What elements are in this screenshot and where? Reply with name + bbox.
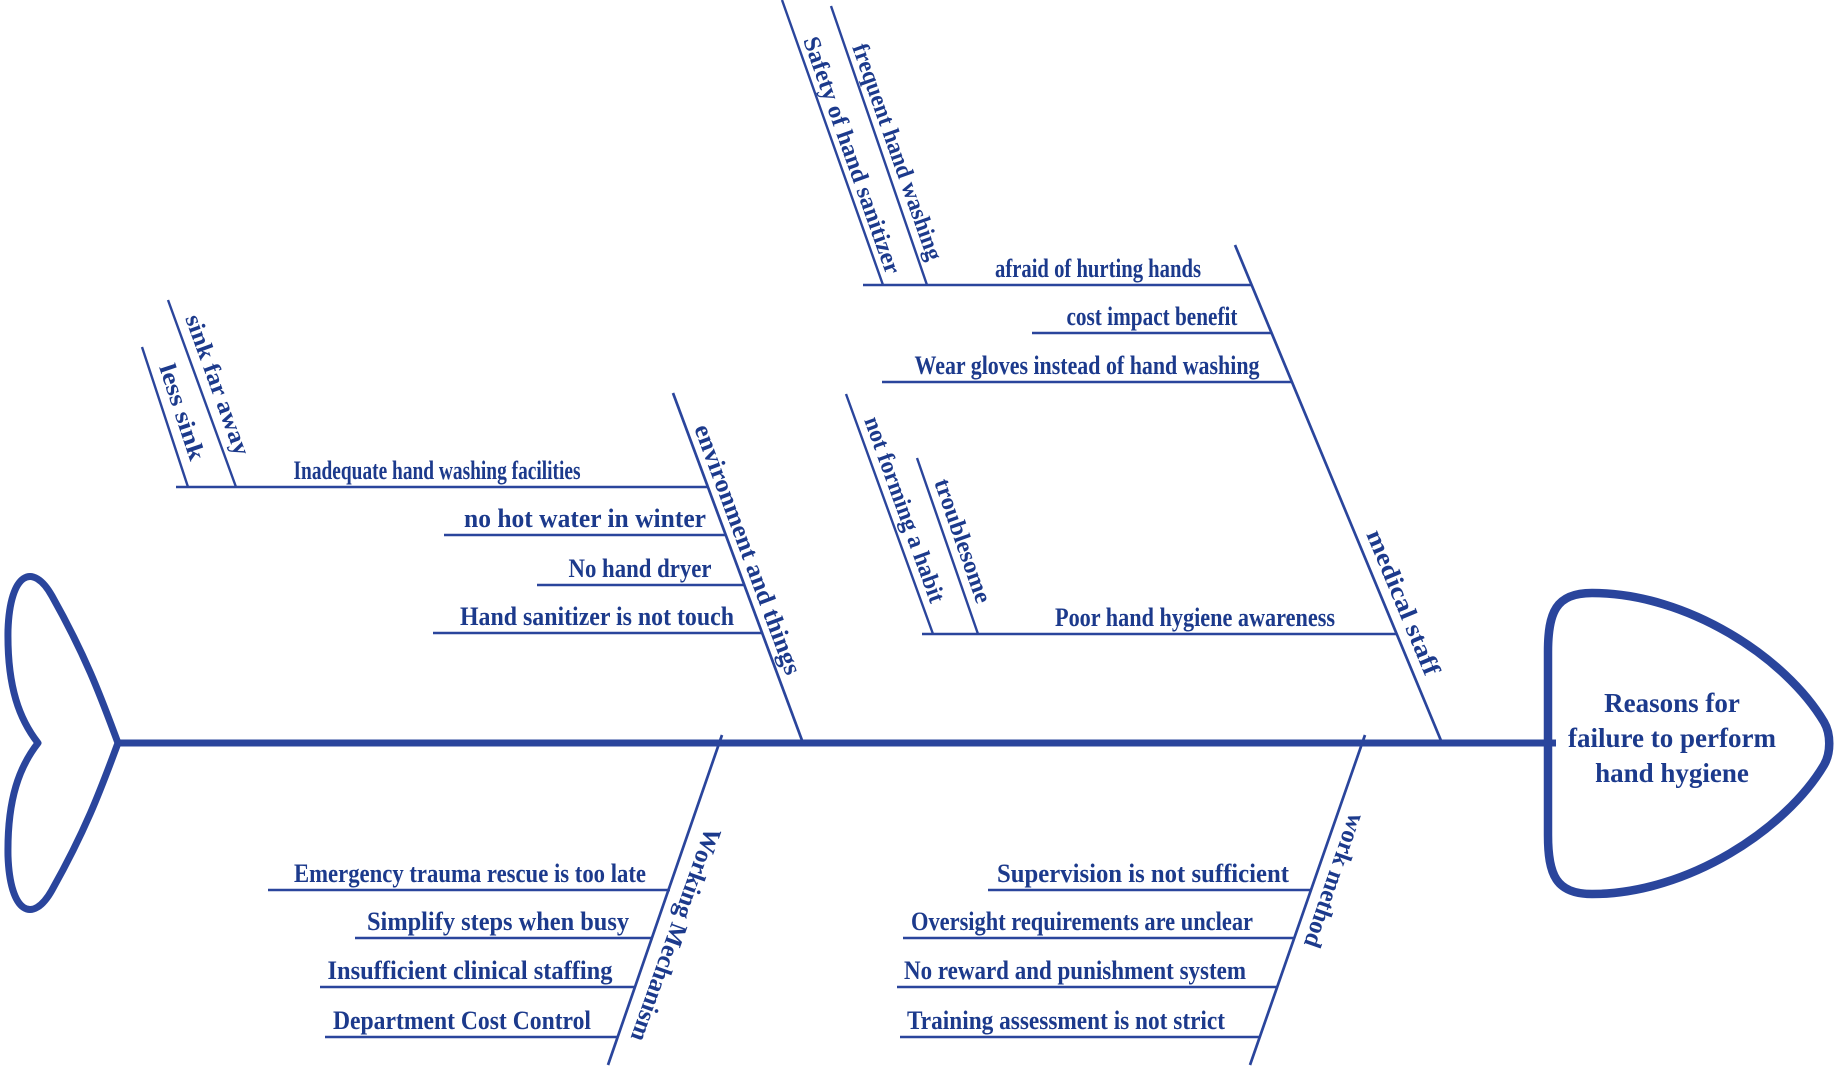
fish-tail <box>4 573 122 913</box>
sub-cause-line <box>829 5 929 286</box>
cause-label: Insufficient clinical staffing <box>328 956 613 985</box>
cause-label: No hand dryer <box>569 554 712 583</box>
cause-label: afraid of hurting hands <box>995 254 1201 283</box>
head-label-line: failure to perform <box>1568 723 1776 753</box>
sub-cause-line <box>844 393 935 635</box>
cause-label: Wear gloves instead of hand washing <box>915 351 1260 380</box>
sub-cause-line <box>780 0 885 286</box>
bone-environment-and-things: Inadequate hand washing facilities sink … <box>140 299 806 744</box>
cause-label: No reward and punishment system <box>904 956 1246 985</box>
cause-label: Supervision is not sufficient <box>997 859 1289 888</box>
bone-line <box>1248 734 1367 1066</box>
head-label-line: Reasons for <box>1604 688 1740 718</box>
cause-label: Poor hand hygiene awareness <box>1055 603 1335 632</box>
bone-label: Working Mechanism <box>625 824 726 1045</box>
sub-cause-line <box>166 299 238 488</box>
cause-label: Hand sanitizer is not touch <box>460 602 734 631</box>
bone-label: environment and things <box>688 421 806 679</box>
cause-label: Simplify steps when busy <box>367 907 629 936</box>
cause-label: Training assessment is not strict <box>907 1006 1225 1035</box>
sub-cause-line <box>140 346 190 488</box>
bone-label: medical staff <box>1360 526 1445 680</box>
cause-label: cost impact benefit <box>1067 302 1238 331</box>
bone-line <box>606 734 724 1066</box>
cause-label: Emergency trauma rescue is too late <box>294 859 646 888</box>
cause-label: no hot water in winter <box>464 504 706 533</box>
bone-work-method: Supervision is not sufficient Oversight … <box>897 734 1370 1066</box>
bone-working-mechanism: Emergency trauma rescue is too late Simp… <box>268 734 726 1066</box>
cause-label: Department Cost Control <box>333 1006 591 1035</box>
bone-medical-staff: afraid of hurting hands Safety of hand s… <box>780 0 1445 744</box>
bone-label: work method <box>1298 810 1370 951</box>
sub-cause-line <box>915 457 980 635</box>
cause-label: Inadequate hand washing facilities <box>294 456 581 485</box>
bone-line <box>1233 244 1444 744</box>
head-label-line: hand hygiene <box>1595 758 1749 788</box>
bone-line <box>671 392 805 744</box>
fish-head <box>1543 588 1834 899</box>
cause-label: Oversight requirements are unclear <box>911 907 1253 936</box>
